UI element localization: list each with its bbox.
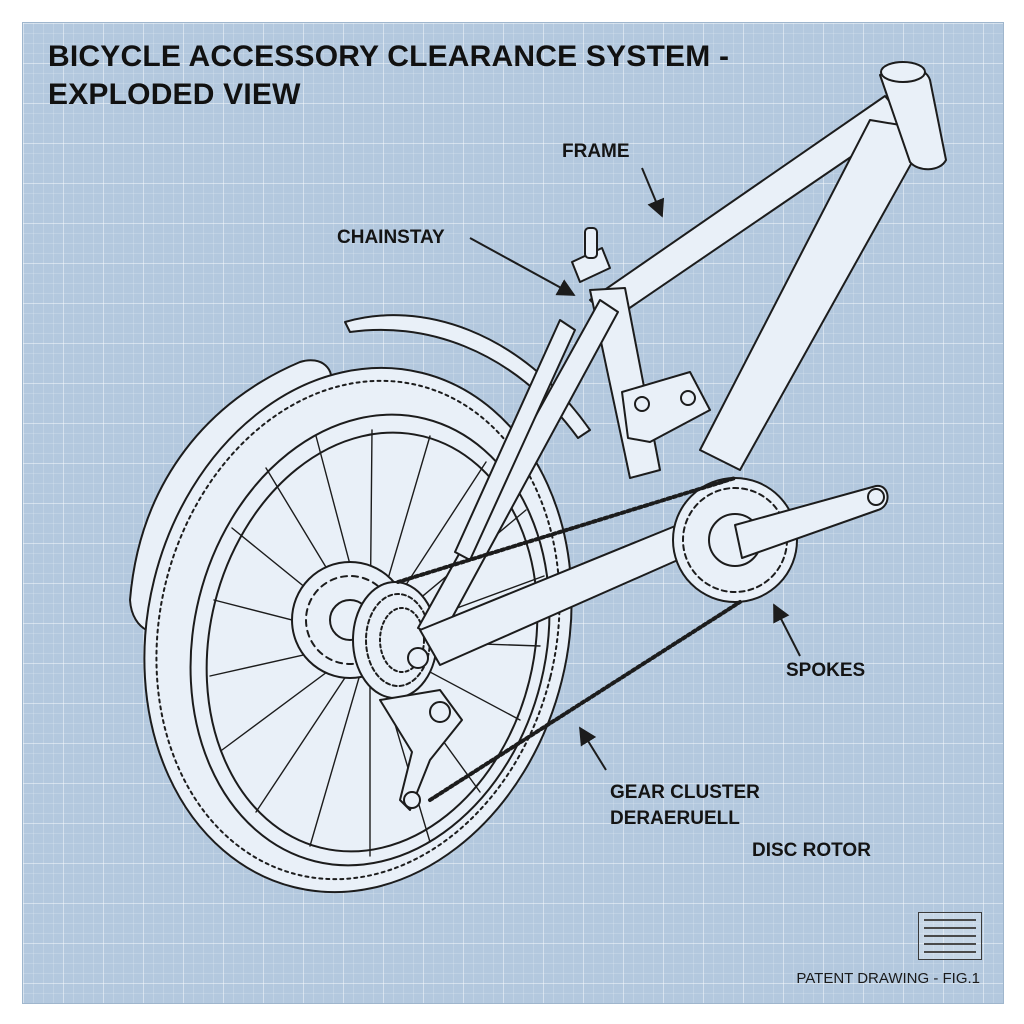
callout-derailleur: DERAERUELL bbox=[610, 808, 740, 829]
callout-gear-cluster: GEAR CLUSTER bbox=[610, 782, 760, 803]
brake-caliper bbox=[621, 371, 711, 443]
chain-upper bbox=[396, 476, 737, 584]
rear-tire-tread bbox=[155, 379, 561, 881]
callout-frame: FRAME bbox=[562, 141, 630, 162]
title-line-1: BICYCLE ACCESSORY CLEARANCE SYSTEM - bbox=[48, 40, 730, 73]
chain-lower bbox=[428, 600, 742, 802]
figure-caption: PATENT DRAWING - FIG.1 bbox=[796, 970, 980, 987]
leader-frame bbox=[641, 167, 665, 218]
page-title: BICYCLE ACCESSORY CLEARANCE SYSTEM - EXP… bbox=[48, 38, 729, 114]
leader-chainstay bbox=[469, 237, 576, 296]
callout-spokes: SPOKES bbox=[786, 660, 866, 681]
leader-gear-cluster bbox=[579, 726, 607, 771]
crank-arm bbox=[734, 484, 889, 559]
callout-disc-rotor: DISC ROTOR bbox=[752, 840, 871, 861]
leader-spokes bbox=[773, 603, 801, 657]
title-line-2: EXPLODED VIEW bbox=[48, 78, 301, 111]
title-block bbox=[918, 912, 982, 960]
callout-chainstay: CHAINSTAY bbox=[337, 227, 445, 248]
rear-rim-inner bbox=[205, 431, 539, 853]
